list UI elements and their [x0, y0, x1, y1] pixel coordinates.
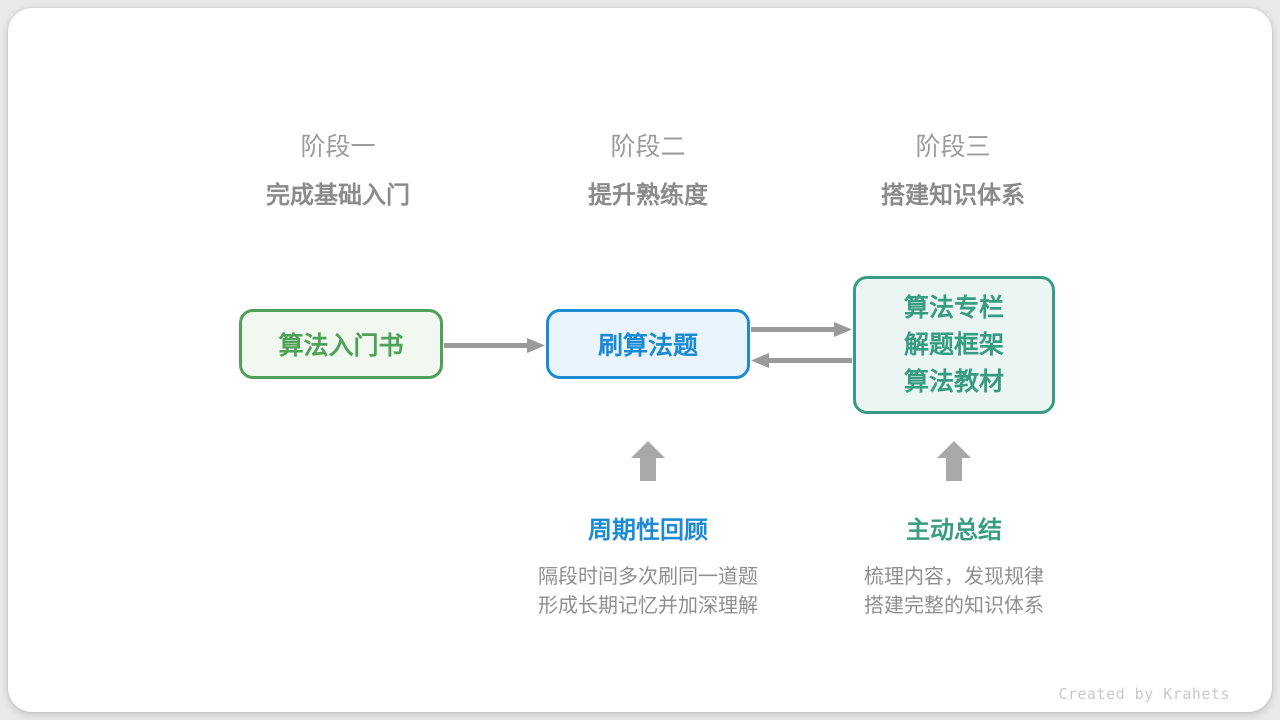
annotation-periodic-review: 周期性回顾 隔段时间多次刷同一道题 形成长期记忆并加深理解: [468, 516, 828, 621]
stage-2-title: 提升熟练度: [588, 182, 708, 209]
diagram-card: 阶段一 完成基础入门 阶段二 提升熟练度 阶段三 搭建知识体系 算法入门书 刷算…: [8, 8, 1272, 712]
node-knowledge-resources: 算法专栏 解题框架 算法教材: [853, 276, 1055, 414]
annotation-active-summary-description: 梳理内容，发现规律 搭建完整的知识体系: [774, 563, 1134, 621]
arrow-right-icon: [751, 322, 852, 337]
description-line: 形成长期记忆并加深理解: [538, 595, 758, 617]
node-resources-line-1: 算法专栏: [903, 293, 1004, 322]
stage-header-1: 阶段一 完成基础入门: [178, 132, 498, 210]
credit-text: Created by Krahets: [1058, 685, 1230, 703]
annotation-active-summary: 主动总结 梳理内容，发现规律 搭建完整的知识体系: [774, 516, 1134, 621]
arrow-right-icon: [444, 338, 545, 353]
arrow-left-icon: [751, 353, 852, 368]
annotation-periodic-review-title: 周期性回顾: [588, 517, 708, 544]
node-intro-book-label: 算法入门书: [278, 332, 404, 360]
stage-3-label: 阶段三: [915, 133, 991, 161]
annotation-active-summary-title: 主动总结: [906, 517, 1002, 544]
description-line: 搭建完整的知识体系: [864, 595, 1044, 617]
stage-header-3: 阶段三 搭建知识体系: [793, 132, 1113, 210]
node-practice-problems: 刷算法题: [546, 309, 750, 379]
node-intro-book: 算法入门书: [239, 309, 443, 379]
node-practice-problems-label: 刷算法题: [597, 332, 698, 360]
block-arrow-up-icon: [937, 441, 971, 481]
description-line: 隔段时间多次刷同一道题: [538, 566, 758, 588]
block-arrow-up-icon: [631, 441, 665, 481]
stage-1-title: 完成基础入门: [266, 182, 410, 209]
stage-2-label: 阶段二: [610, 133, 686, 161]
stage-1-label: 阶段一: [300, 133, 376, 161]
annotation-periodic-review-description: 隔段时间多次刷同一道题 形成长期记忆并加深理解: [468, 563, 828, 621]
stage-3-title: 搭建知识体系: [881, 182, 1025, 209]
description-line: 梳理内容，发现规律: [864, 566, 1044, 588]
node-resources-line-2: 解题框架: [903, 330, 1004, 359]
node-resources-line-3: 算法教材: [903, 367, 1004, 396]
stage-header-2: 阶段二 提升熟练度: [488, 132, 808, 210]
